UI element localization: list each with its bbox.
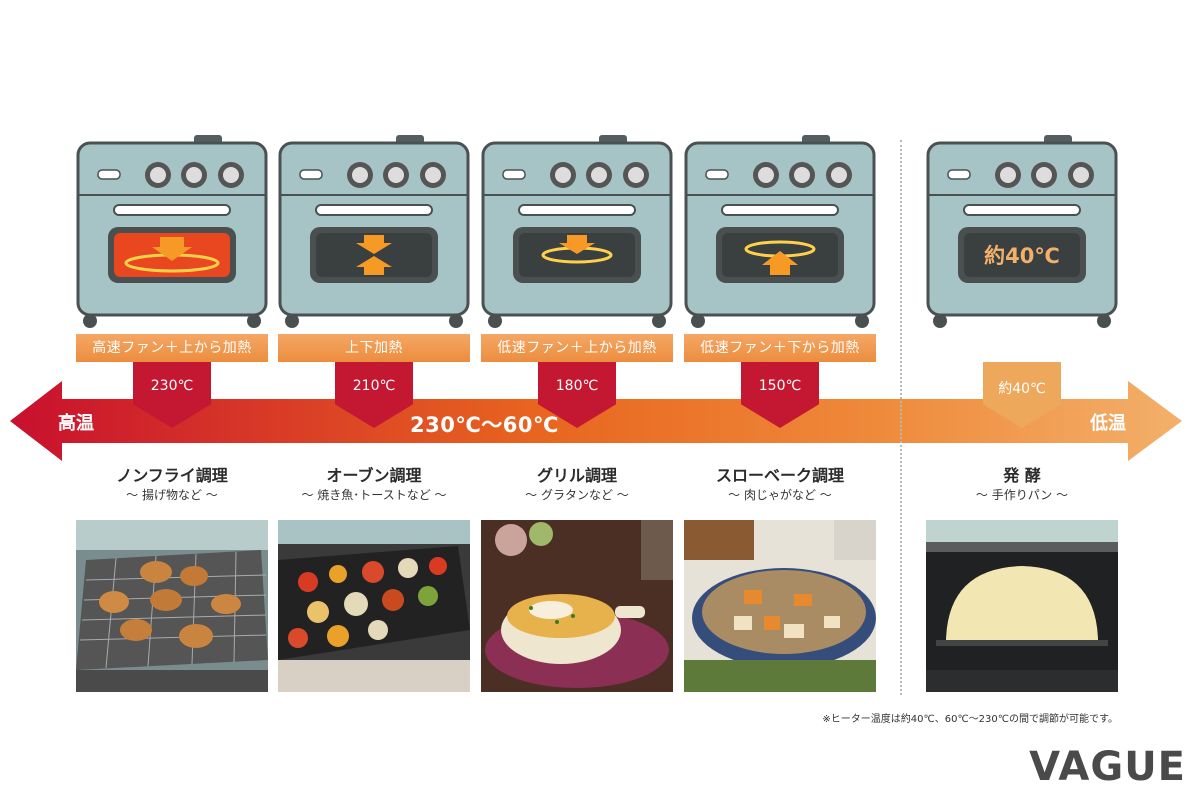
photo-fried-chicken <box>76 520 268 692</box>
heat-label-grill: 低速ファン＋上から加熱 <box>481 334 673 362</box>
oven-nonfry <box>76 133 268 329</box>
title-nonfry: ノンフライ調理 <box>116 466 228 485</box>
heat-label-slow-bake: 低速ファン＋下から加熱 <box>684 334 876 362</box>
oven-window-temp: 約40℃ <box>984 244 1060 268</box>
sub-oven-bake: ～ 焼き魚･トーストなど ～ <box>301 488 447 502</box>
high-temp-label: 高温 <box>58 413 94 434</box>
title-oven-bake: オーブン調理 <box>326 466 422 485</box>
oven-oven-bake <box>278 133 470 329</box>
low-temp-label: 低温 <box>1090 413 1126 434</box>
title-grill: グリル調理 <box>536 466 617 485</box>
sub-ferment: ～ 手作りパン ～ <box>975 488 1069 502</box>
photo-nikujaga <box>684 520 876 692</box>
temperature-arrow <box>10 381 1182 461</box>
vague-logo: VAGUE <box>1029 744 1186 790</box>
heat-label-nonfry: 高速ファン＋上から加熱 <box>76 334 268 362</box>
title-slow-bake: スローベーク調理 <box>715 466 844 485</box>
oven-ferment: 約40℃ <box>926 133 1118 329</box>
sub-grill: ～ グラタンなど ～ <box>525 488 629 502</box>
oven-grill <box>481 133 673 329</box>
title-ferment: 発 酵 <box>1003 466 1041 485</box>
section-divider <box>900 140 902 695</box>
sub-nonfry: ～ 揚げ物など ～ <box>126 488 218 502</box>
footnote: ※ヒーター温度は約40℃、60℃～230℃の間で調節が可能です。 <box>822 714 1118 725</box>
photo-gratin <box>481 520 673 692</box>
heat-label-oven-bake: 上下加熱 <box>278 334 470 362</box>
photo-bread-dough <box>926 520 1118 692</box>
sub-slow-bake: ～ 肉じゃがなど ～ <box>728 488 832 502</box>
oven-slow-bake <box>684 133 876 329</box>
photo-roast-vegetables <box>278 520 470 692</box>
temp-range: 230℃～60℃ <box>410 413 559 437</box>
